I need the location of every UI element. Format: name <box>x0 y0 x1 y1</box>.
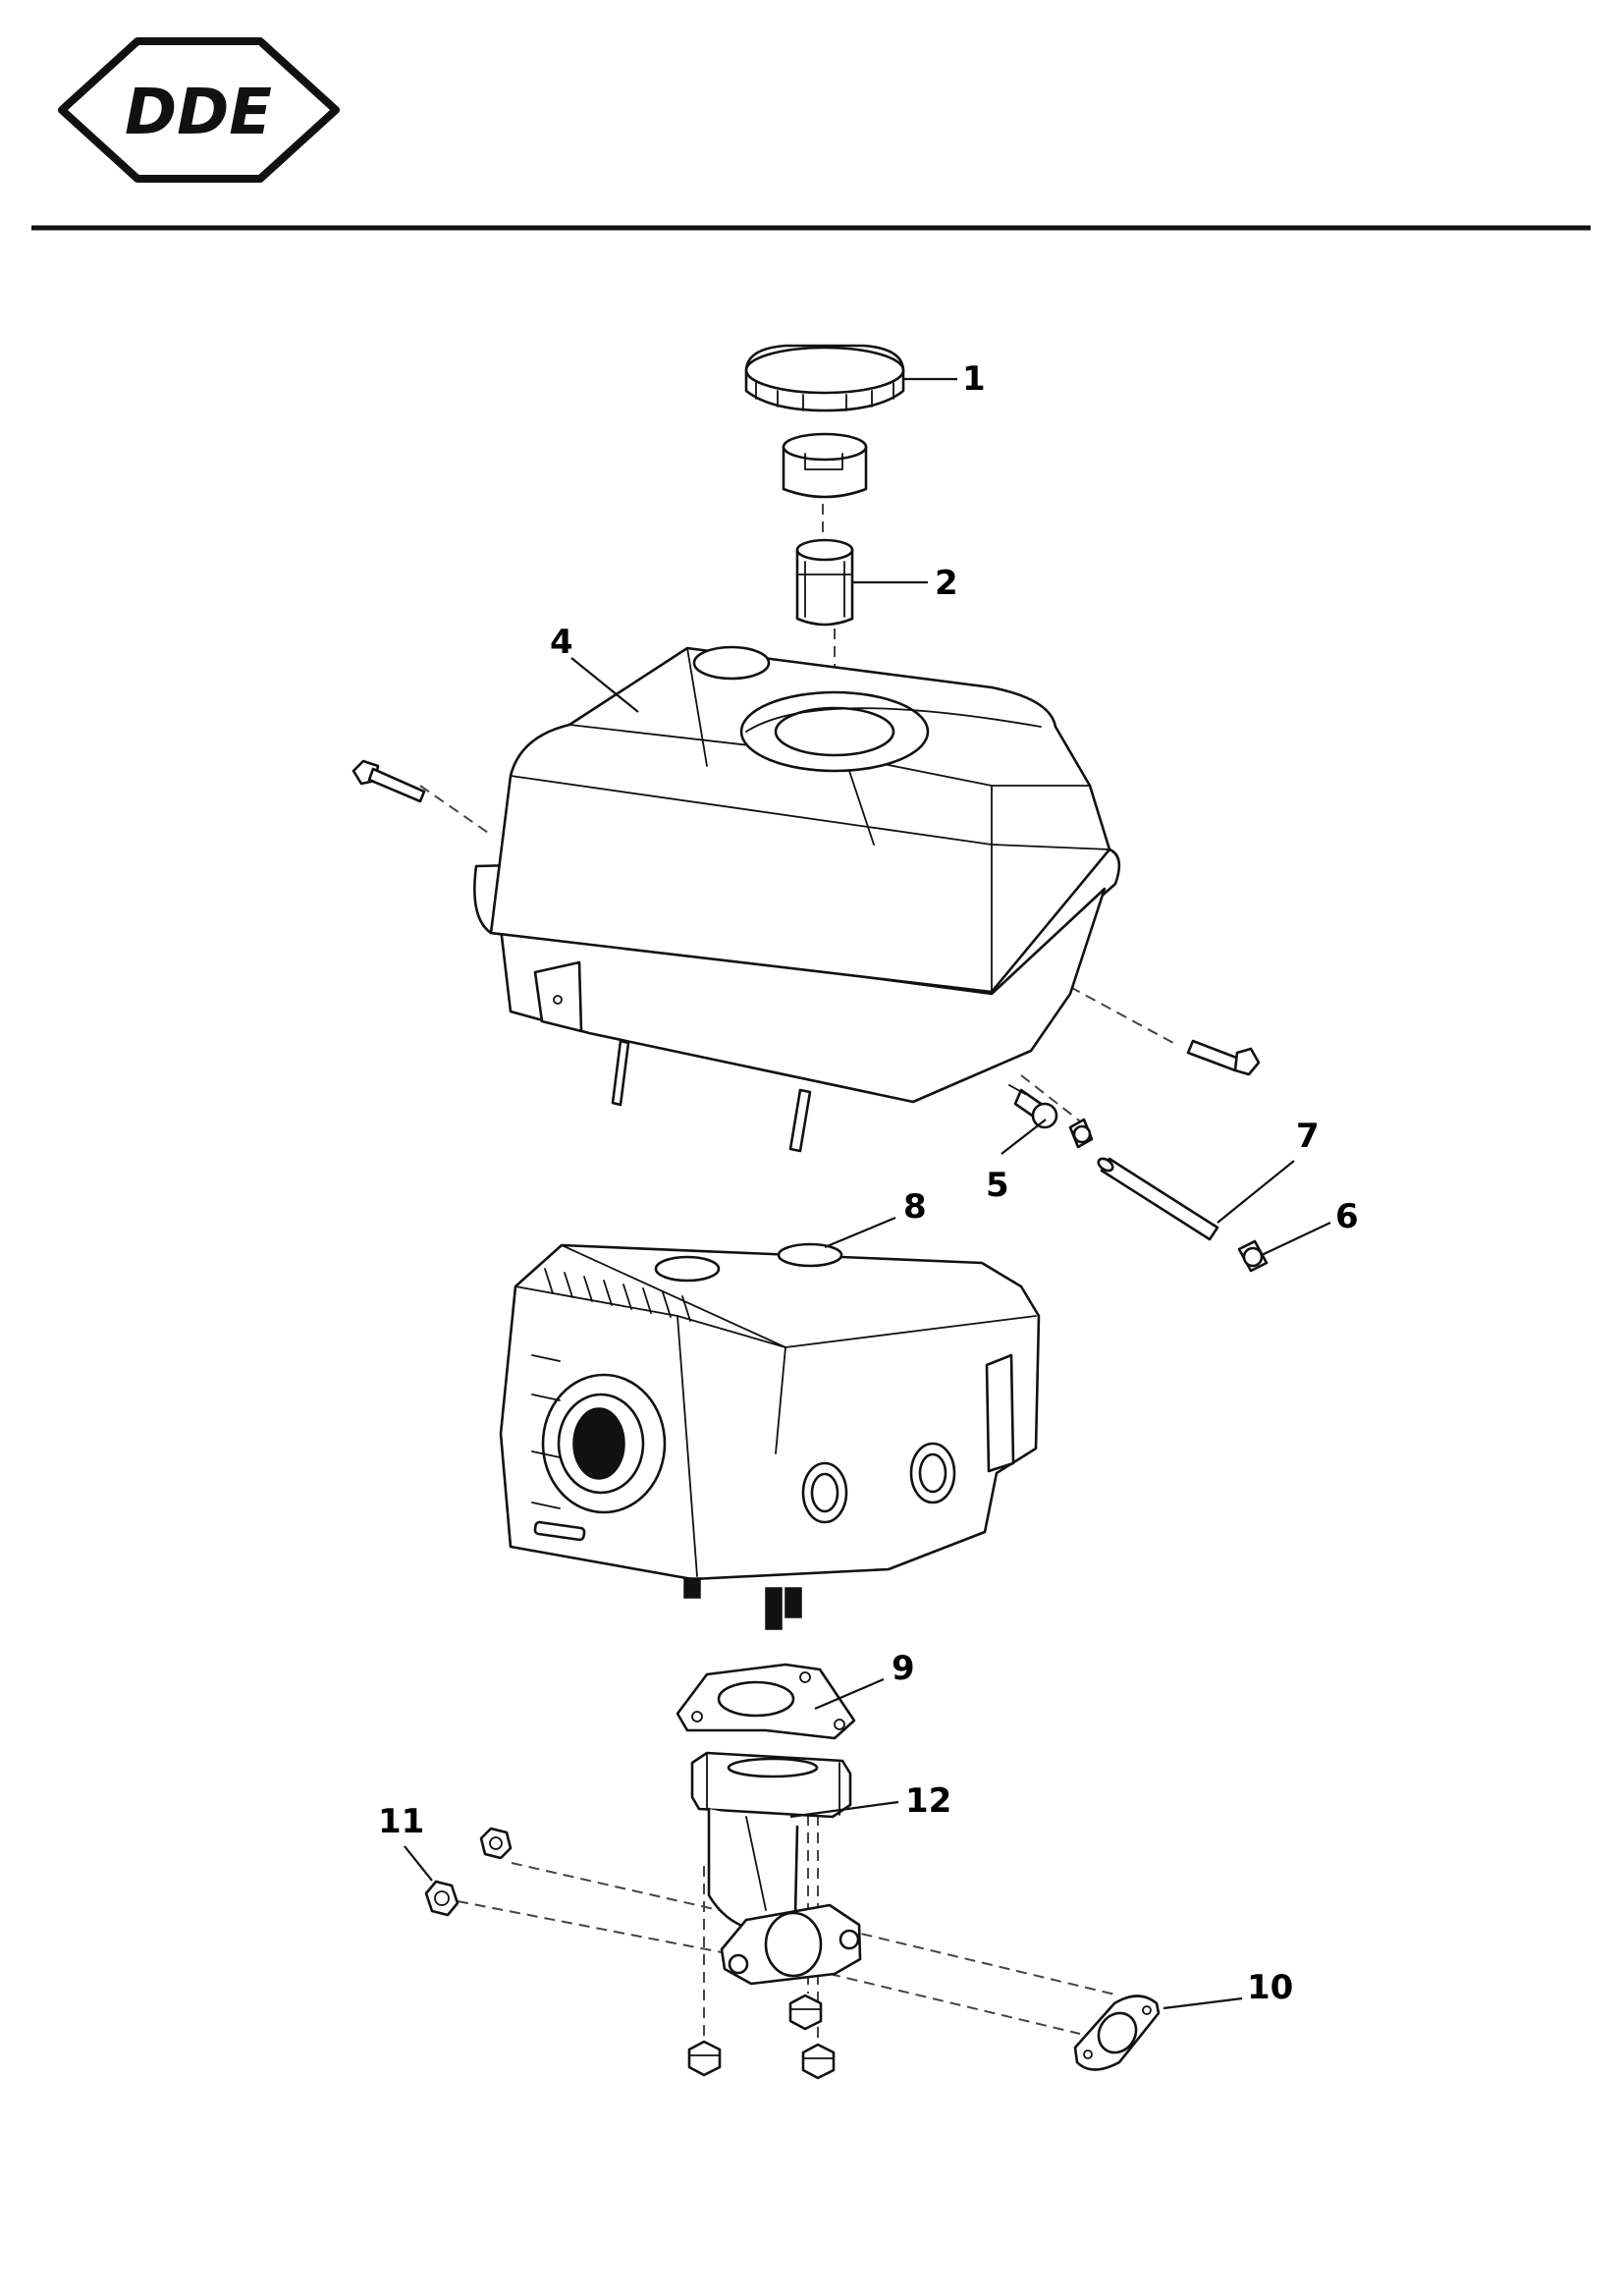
exhaust-pipe <box>690 1751 862 1986</box>
leader-lines <box>404 377 1331 2010</box>
callout-1: 1 <box>962 359 986 399</box>
callout-12: 12 <box>905 1781 951 1821</box>
callout-5: 5 <box>986 1166 1009 1205</box>
flange-nut-upper <box>479 1827 513 1860</box>
tank-bolt-right <box>1186 1039 1261 1076</box>
fuel-cap <box>744 344 905 412</box>
brand-logo-text: DDE <box>125 77 272 149</box>
fuel-tank <box>473 645 1121 1153</box>
flange-nut-lower <box>424 1880 460 1917</box>
callout-9: 9 <box>892 1649 915 1688</box>
callout-4: 4 <box>550 623 573 662</box>
assembly-axes <box>419 486 1174 2043</box>
muffler-gasket <box>676 1663 856 1740</box>
fuel-hose <box>1097 1157 1219 1241</box>
callout-11: 11 <box>378 1802 424 1841</box>
brand-logo: DDE <box>58 37 340 183</box>
callout-7: 7 <box>1296 1117 1320 1156</box>
callout-8: 8 <box>903 1187 927 1227</box>
fuel-cock <box>1008 1084 1058 1129</box>
fuel-filter <box>795 538 854 627</box>
pipe-nut-left <box>687 2040 722 2077</box>
pipe-nut-right <box>801 2043 836 2080</box>
callout-labels: 1 2 4 5 6 7 8 9 10 11 12 <box>378 359 1359 2007</box>
callout-10: 10 <box>1247 1968 1293 2007</box>
callout-6: 6 <box>1335 1197 1359 1236</box>
strainer-collar <box>782 432 868 499</box>
hose-clamp <box>1237 1239 1269 1273</box>
hose-clamp-upper <box>1068 1118 1094 1149</box>
callout-2: 2 <box>935 564 958 603</box>
pipe-nut-center <box>788 1994 823 2031</box>
exhaust-pipe-gasket <box>1073 1995 1161 2071</box>
muffler <box>499 1242 1041 1630</box>
tank-bolt-left <box>352 759 426 803</box>
